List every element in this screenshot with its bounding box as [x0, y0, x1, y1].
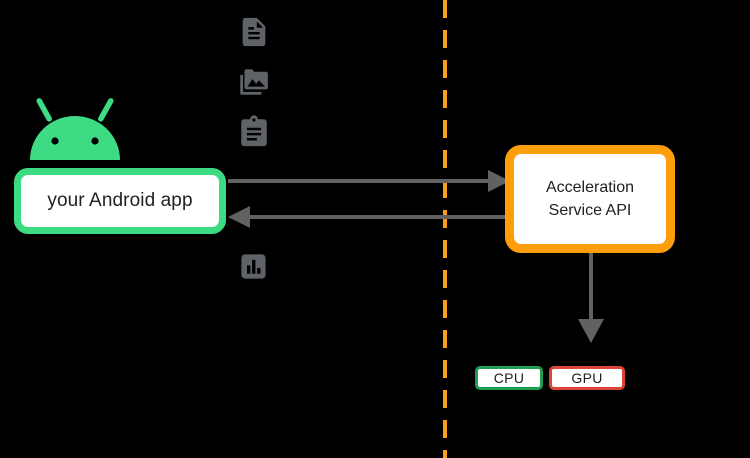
request-arrow-head	[488, 170, 510, 192]
api-box-line2: Service API	[548, 202, 632, 219]
delegate-arrow	[578, 253, 604, 343]
delegate-arrow-line	[589, 253, 593, 321]
process-boundary-divider	[443, 0, 447, 458]
response-arrow-head	[228, 206, 250, 228]
cpu-chip-label: CPU	[493, 370, 525, 386]
your-android-app-label: your Android app	[47, 190, 193, 211]
response-arrow	[228, 206, 510, 228]
photos-icon	[236, 65, 270, 99]
api-box-line1: Acceleration	[545, 179, 635, 196]
delegate-arrow-head	[578, 319, 604, 343]
gpu-chip-label: GPU	[571, 370, 603, 386]
android-robot-icon	[22, 98, 128, 166]
response-arrow-line	[248, 215, 510, 219]
acceleration-service-api-box[interactable]: Acceleration Service API	[505, 145, 675, 253]
request-arrow	[228, 170, 510, 192]
cpu-chip[interactable]: CPU	[475, 366, 543, 390]
request-arrow-line	[228, 179, 490, 183]
clipboard-icon	[237, 115, 271, 149]
bar-chart-icon	[239, 252, 268, 281]
document-icon	[237, 15, 271, 49]
your-android-app-box[interactable]: your Android app	[14, 168, 226, 234]
gpu-chip[interactable]: GPU	[549, 366, 625, 390]
